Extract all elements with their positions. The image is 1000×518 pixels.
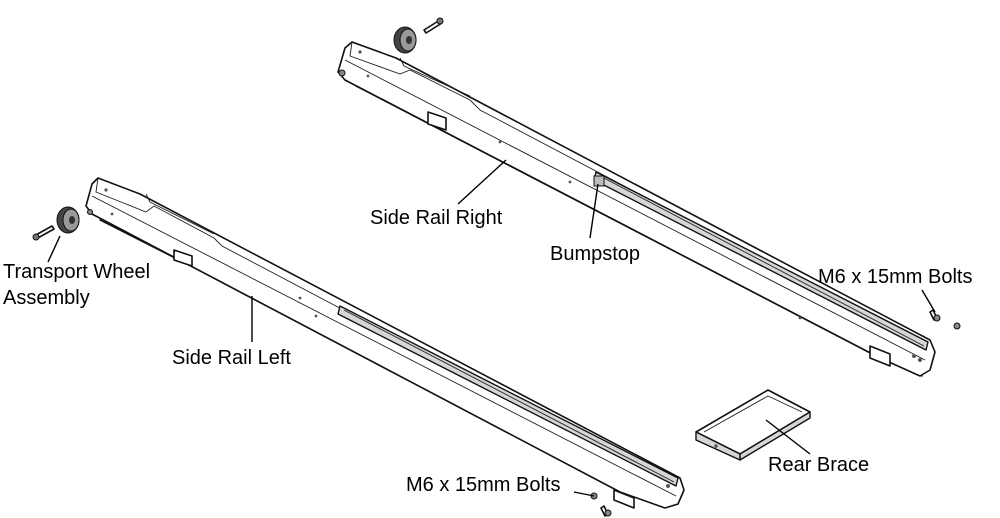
leader-m6-right (921, 289, 936, 313)
leader-rear-brace (765, 419, 811, 455)
transport-wheel-right (338, 17, 444, 77)
leader-m6-bottom (573, 491, 595, 497)
m6-bolts-bottom-part (590, 492, 612, 517)
bumpstop-part (593, 175, 605, 187)
leader-bumpstop (589, 183, 599, 239)
label-side-rail-right: Side Rail Right (370, 207, 503, 229)
side-rail-right (337, 41, 936, 377)
m6-bolts-right-part (929, 309, 961, 330)
label-rear-brace: Rear Brace (768, 454, 870, 476)
leader-transport-wheel (47, 235, 61, 263)
label-side-rail-left: Side Rail Left (172, 347, 291, 369)
rear-brace (695, 389, 811, 461)
side-rail-left (85, 177, 685, 509)
label-m6-bolts-right: M6 x 15mm Bolts (818, 266, 973, 288)
label-transport-wheel-line1: Transport Wheel (3, 261, 151, 283)
leader-side-rail-right (457, 159, 507, 205)
transport-wheel-left (32, 206, 93, 241)
label-m6-bolts-bottom: M6 x 15mm Bolts (406, 474, 561, 496)
label-bumpstop: Bumpstop (550, 243, 641, 265)
label-transport-wheel-line2: Assembly (3, 287, 90, 309)
